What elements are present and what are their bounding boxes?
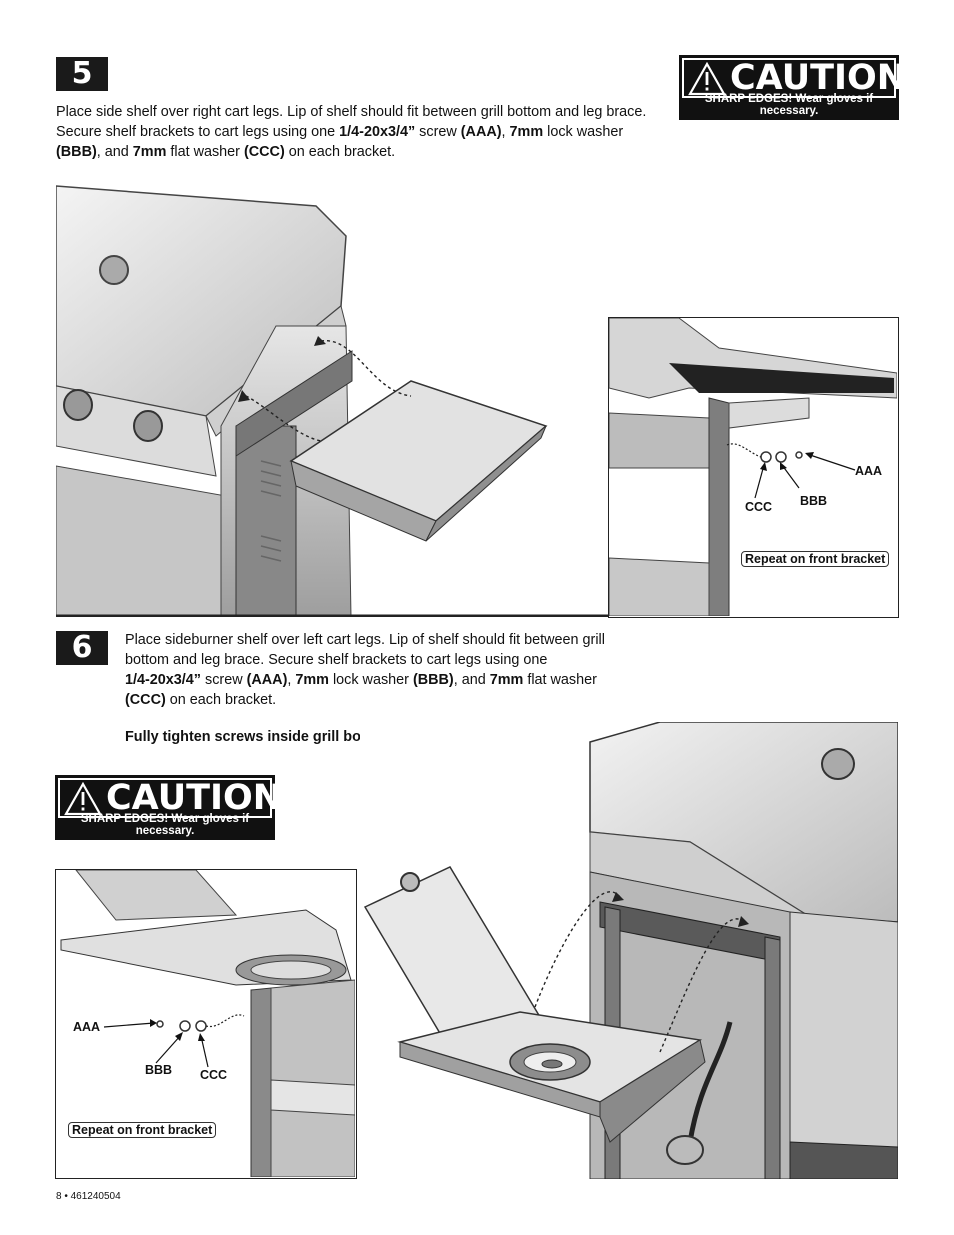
instruction-text-run: (BBB) [412,672,454,688]
instruction-text-run: screw [415,124,461,140]
instruction-text-run: Place side shelf over right cart legs. L… [56,104,647,120]
instruction-text-run: screw [201,672,247,688]
instruction-text-run: Secure shelf brackets to cart legs using… [56,124,340,140]
instruction-text-run: flat washer [523,672,597,688]
instruction-text-run: flat washer [166,144,244,160]
step-6-caution-label: CAUTION SHARP EDGES! Wear gloves if nece… [55,775,282,840]
page-footer: 8 • 461240504 [56,1191,121,1202]
instruction-text-run: bottom and leg brace. Secure shelf brack… [125,652,548,668]
instruction-text-run: , [287,672,296,688]
instruction-text-run: (BBB) [56,144,97,160]
repeat-front-bracket-note: Repeat on front bracket [741,551,890,567]
instruction-text-run: (AAA) [460,124,502,140]
step-5-caution-label: CAUTION SHARP EDGES! Wear gloves if nece… [679,55,906,120]
instruction-text-run: 1/4-20x3/4” [125,672,202,688]
instruction-text-run: 7mm [509,124,544,140]
step-5-instructions: Place side shelf over right cart legs. L… [56,102,656,162]
caution-subtext: SHARP EDGES! Wear gloves if necessary. [704,93,874,117]
label-ccc: CCC [745,500,773,514]
instruction-text-run: (AAA) [246,672,288,688]
label-aaa: AAA [855,464,883,478]
caution-word: CAUTION [106,778,283,818]
instruction-text-run: (CCC) [243,144,285,160]
step-6-number: 6 [56,631,108,665]
instruction-text-run: 7mm [489,672,524,688]
instruction-text-run: 7mm [132,144,167,160]
instruction-text-run: on each bracket. [284,144,396,160]
warning-triangle-icon [688,62,726,96]
step-6-main-illustration [360,722,898,1179]
instruction-text-run: , [501,124,510,140]
instruction-text-run: (CCC) [125,692,166,708]
step-5-number: 5 [56,57,108,91]
label-bbb: BBB [800,494,828,508]
repeat-front-bracket-note: Repeat on front bracket [68,1122,217,1138]
step-5-main-illustration [56,176,608,617]
caution-subtext: SHARP EDGES! Wear gloves if necessary. [80,813,250,837]
instruction-text-run: , and [96,144,133,160]
label-aaa: AAA [73,1020,101,1034]
instruction-text-run: , and [453,672,490,688]
instruction-text-run: lock washer [328,672,413,688]
instruction-text-run: Place sideburner shelf over left cart le… [125,632,605,648]
caution-word: CAUTION [730,58,907,98]
instruction-text-run: 7mm [295,672,329,688]
label-ccc: CCC [200,1068,228,1082]
instruction-text-run: lock washer [543,124,624,140]
step-6-instructions: Place sideburner shelf over left cart le… [125,630,615,710]
step-6-detail-inset: AAA BBB CCC Repeat on front bracket [55,869,357,1179]
label-bbb: BBB [145,1063,173,1077]
instruction-text-run: 1/4-20x3/4” [339,124,416,140]
warning-triangle-icon [64,782,102,816]
step-5-detail-inset: AAA BBB CCC Repeat on front bracket [608,317,899,618]
instruction-text-run: on each bracket. [165,692,277,708]
